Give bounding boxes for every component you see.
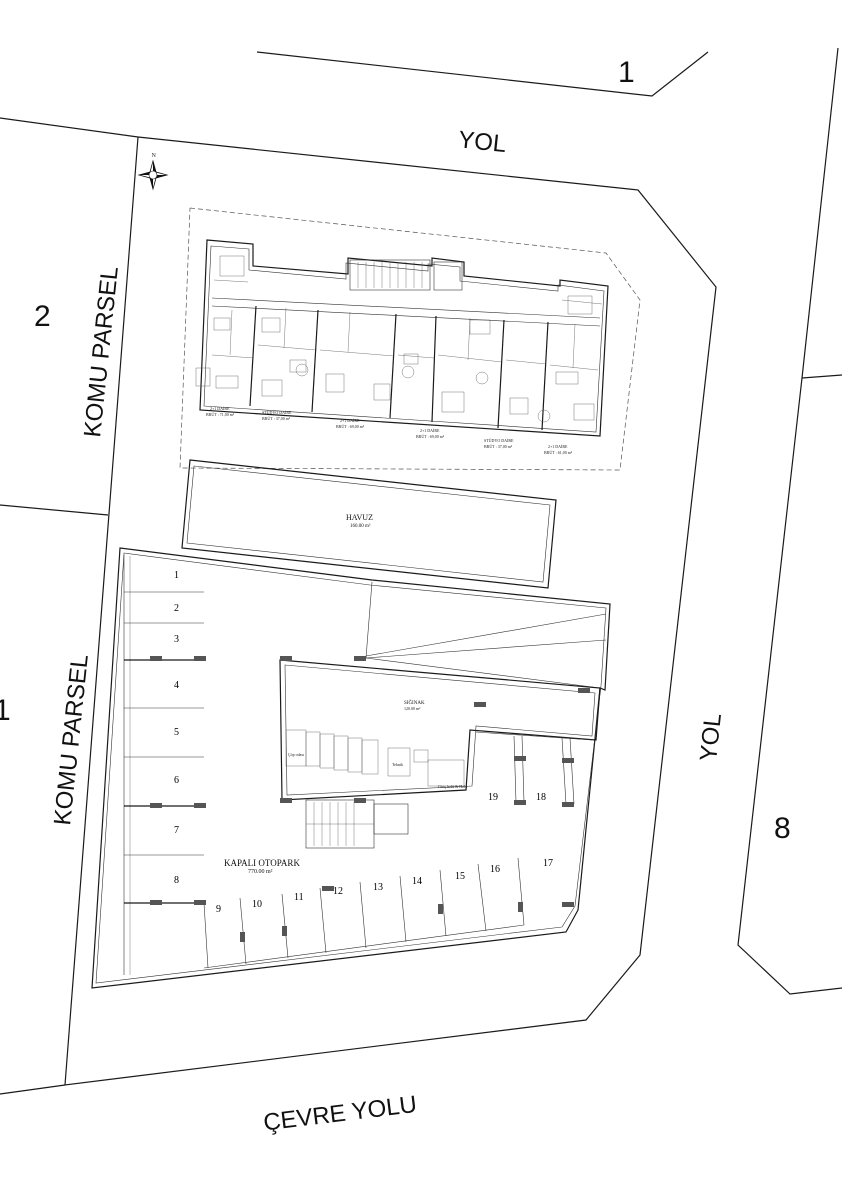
parking-space-13: 13 bbox=[373, 882, 383, 893]
compass-rose-icon: N bbox=[137, 153, 169, 191]
parking-space-3: 3 bbox=[174, 634, 179, 645]
pool: HAVUZ 160.00 m² bbox=[181, 459, 557, 589]
stair-treads-top bbox=[357, 262, 423, 288]
parking-space-2: 2 bbox=[174, 603, 179, 614]
bottom-road-label: ÇEVRE YOLU bbox=[262, 1091, 418, 1137]
parking-space-17: 17 bbox=[543, 858, 553, 869]
residential-building: 2+1 DAİRE BRÜT : 71,00 m² STÜDYO DAİRE B… bbox=[179, 207, 641, 471]
parking-space-6: 6 bbox=[174, 775, 179, 786]
parking-space-10: 10 bbox=[252, 899, 262, 910]
north-letter: N bbox=[152, 153, 157, 159]
parcel-number-right: 8 bbox=[774, 812, 791, 845]
parking-space-15: 15 bbox=[455, 871, 465, 882]
pool-area: 160.00 m² bbox=[350, 523, 371, 529]
parking-space-4: 4 bbox=[174, 680, 179, 691]
parking-space-16: 16 bbox=[490, 864, 500, 875]
site-boundaries bbox=[0, 47, 842, 1095]
unit-1-name: 2+1 DAİRE bbox=[210, 406, 230, 411]
unit-6-name: 2+1 DAİRE bbox=[548, 444, 568, 449]
parking-space-18: 18 bbox=[536, 792, 546, 803]
parcel-number-left-upper: 2 bbox=[34, 300, 51, 333]
parking-area: 770.00 m² bbox=[248, 869, 273, 875]
tech-room-label: Teknik bbox=[392, 762, 403, 767]
unit-5-area: BRÜT : 37,00 m² bbox=[484, 444, 513, 450]
parking-space-numbers: 1 2 3 4 5 6 7 8 9 10 11 12 13 14 15 16 1… bbox=[174, 570, 553, 915]
parcel-number-left-lower: 1 bbox=[0, 694, 11, 727]
shelter-area: 120.00 m² bbox=[404, 706, 421, 711]
unit-6-area: BRÜT : 61,00 m² bbox=[544, 450, 573, 456]
top-road-label: YOL bbox=[457, 126, 508, 158]
unit-3-area: BRÜT : 69,00 m² bbox=[336, 424, 365, 430]
unit-4-area: BRÜT : 69,00 m² bbox=[416, 434, 445, 440]
pool-label: HAVUZ bbox=[346, 513, 373, 522]
parcel-number-top: 1 bbox=[618, 56, 635, 89]
parking-space-1: 1 bbox=[174, 570, 179, 581]
parking-space-7: 7 bbox=[174, 825, 179, 836]
parking-space-8: 8 bbox=[174, 875, 179, 886]
parking-space-14: 14 bbox=[412, 876, 422, 887]
shelter-label: SIĞINAK bbox=[404, 700, 425, 706]
unit-3-name: 2+1 DAİRE bbox=[340, 418, 360, 423]
unit-5-name: STÜDYO DAİRE bbox=[484, 438, 514, 443]
parking-stair bbox=[305, 799, 409, 849]
parking-space-5: 5 bbox=[174, 727, 179, 738]
columns bbox=[150, 656, 590, 942]
unit-labels: 2+1 DAİRE BRÜT : 71,00 m² STÜDYO DAİRE B… bbox=[206, 406, 573, 456]
unit-2-name: STÜDYO DAİRE bbox=[262, 410, 292, 415]
unit-4-name: 2+1 DAİRE bbox=[420, 428, 440, 433]
entrance-hall-label: Giriş holü & Holü bbox=[438, 784, 467, 789]
covered-parking: KAPALI OTOPARK 770.00 m² SIĞINAK 120.00 … bbox=[91, 547, 611, 989]
garbage-room-label: Çöp odası bbox=[288, 752, 305, 757]
unit-1-area: BRÜT : 71,00 m² bbox=[206, 412, 235, 418]
parking-space-12: 12 bbox=[333, 886, 343, 897]
parking-space-19: 19 bbox=[488, 792, 498, 803]
parking-space-9: 9 bbox=[216, 904, 221, 915]
wc-block bbox=[285, 729, 465, 787]
right-road-label: YOL bbox=[695, 712, 727, 763]
parking-label: KAPALI OTOPARK bbox=[224, 858, 300, 868]
parking-space-11: 11 bbox=[294, 892, 304, 903]
unit-2-area: BRÜT : 37,00 m² bbox=[262, 416, 291, 422]
